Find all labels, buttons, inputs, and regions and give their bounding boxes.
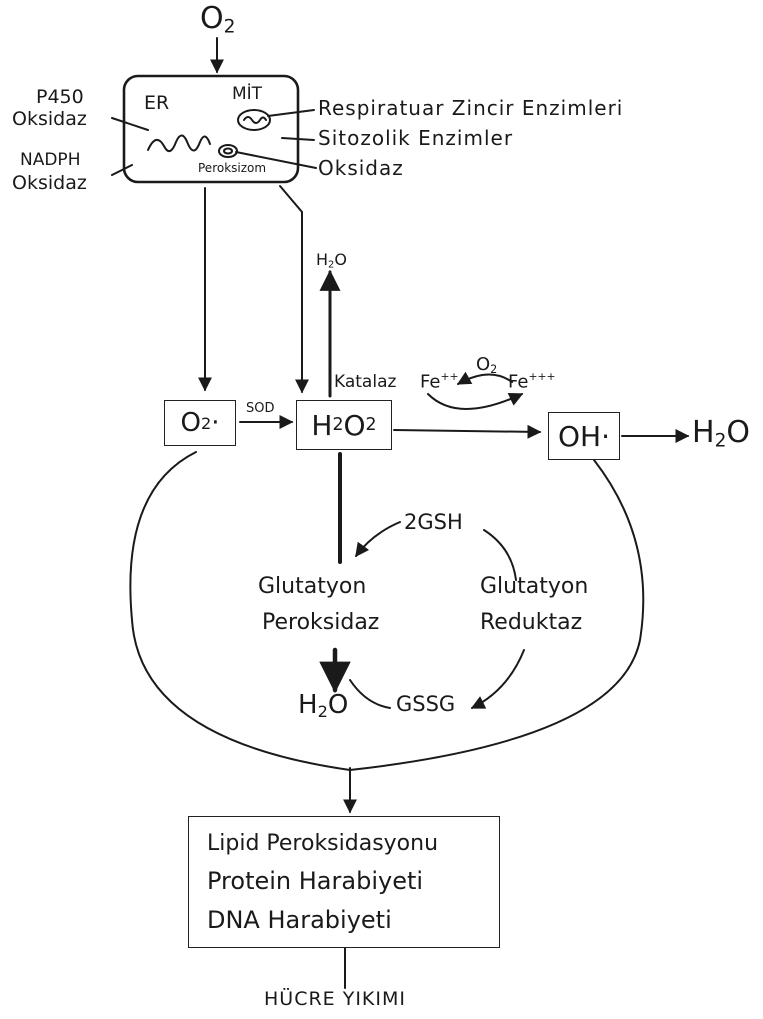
nadph-pointer xyxy=(111,164,133,176)
p450-pointer xyxy=(111,117,149,131)
gr-to-gssg-arc xyxy=(470,649,525,709)
peroxisome-label: Peroksizom xyxy=(198,161,267,175)
hydroxyl-to-damage-path xyxy=(349,459,645,771)
er-label: ER xyxy=(144,92,170,114)
peroxisome xyxy=(218,144,238,158)
o2-radical-label: O2 xyxy=(476,354,498,376)
cytosolic-pointer xyxy=(281,137,315,141)
cell-outline xyxy=(122,74,300,184)
damage-box: Lipid Peroksidasyonu Protein Harabiyeti … xyxy=(188,816,500,948)
respiratory-chain-label: Respiratuar Zincir Enzimleri xyxy=(318,96,624,120)
gr-label-line1: Glutatyon xyxy=(480,574,589,599)
peroxisome-to-peroxide-arrow xyxy=(279,185,309,394)
fe-cycle-lower xyxy=(427,393,524,410)
water-bottom-label: H2O xyxy=(298,690,349,722)
respiratory-pointer xyxy=(267,109,315,117)
fe3-label: Fe+++ xyxy=(508,370,556,393)
lipid-peroxidation-text: Lipid Peroksidasyonu xyxy=(207,830,439,856)
catalase-label: Katalaz xyxy=(334,372,397,392)
cell-death-label: HÜCRE YIKIMI xyxy=(264,988,406,1010)
water-top-label: H2O xyxy=(316,250,347,271)
peroxide-to-hydroxyl-arrow xyxy=(393,424,542,439)
nadph-oxidase-label: Oksidaz xyxy=(12,172,87,194)
oxygen-label: O2 xyxy=(200,1,236,38)
mitochondrion xyxy=(237,109,271,131)
water-right-label: H2O xyxy=(692,415,751,452)
fe-cycle-upper xyxy=(456,371,513,385)
mit-label: MİT xyxy=(232,84,263,104)
sod-label: SOD xyxy=(246,401,275,416)
oxidase-pointer xyxy=(235,151,317,169)
gssg-label: GSSG xyxy=(396,692,456,716)
hydroxyl-box: OH· xyxy=(548,412,620,460)
p450-label: P450 xyxy=(36,86,84,108)
er-squiggle xyxy=(147,134,211,153)
oxidase-label: Oksidaz xyxy=(318,156,404,180)
gpx-label-line1: Glutatyon xyxy=(258,574,367,599)
gr-label-line2: Reduktaz xyxy=(480,610,583,635)
nadph-label: NADPH xyxy=(20,150,81,170)
gpx-label-line2: Peroksidaz xyxy=(262,610,380,635)
gsh-label: 2GSH xyxy=(404,510,463,534)
cytosolic-enzymes-label: Sitozolik Enzimler xyxy=(318,126,514,150)
protein-damage-text: Protein Harabiyeti xyxy=(207,866,424,895)
superoxide-to-damage-path xyxy=(129,451,351,771)
gpx-to-gssg-arc xyxy=(349,679,391,709)
gsh-right-arc xyxy=(483,529,517,581)
fe2-label: Fe++ xyxy=(420,370,459,393)
gsh-to-gpx-arc xyxy=(355,521,401,558)
dna-damage-text: DNA Harabiyeti xyxy=(207,905,392,934)
p450-oxidase-label: Oksidaz xyxy=(12,108,87,130)
